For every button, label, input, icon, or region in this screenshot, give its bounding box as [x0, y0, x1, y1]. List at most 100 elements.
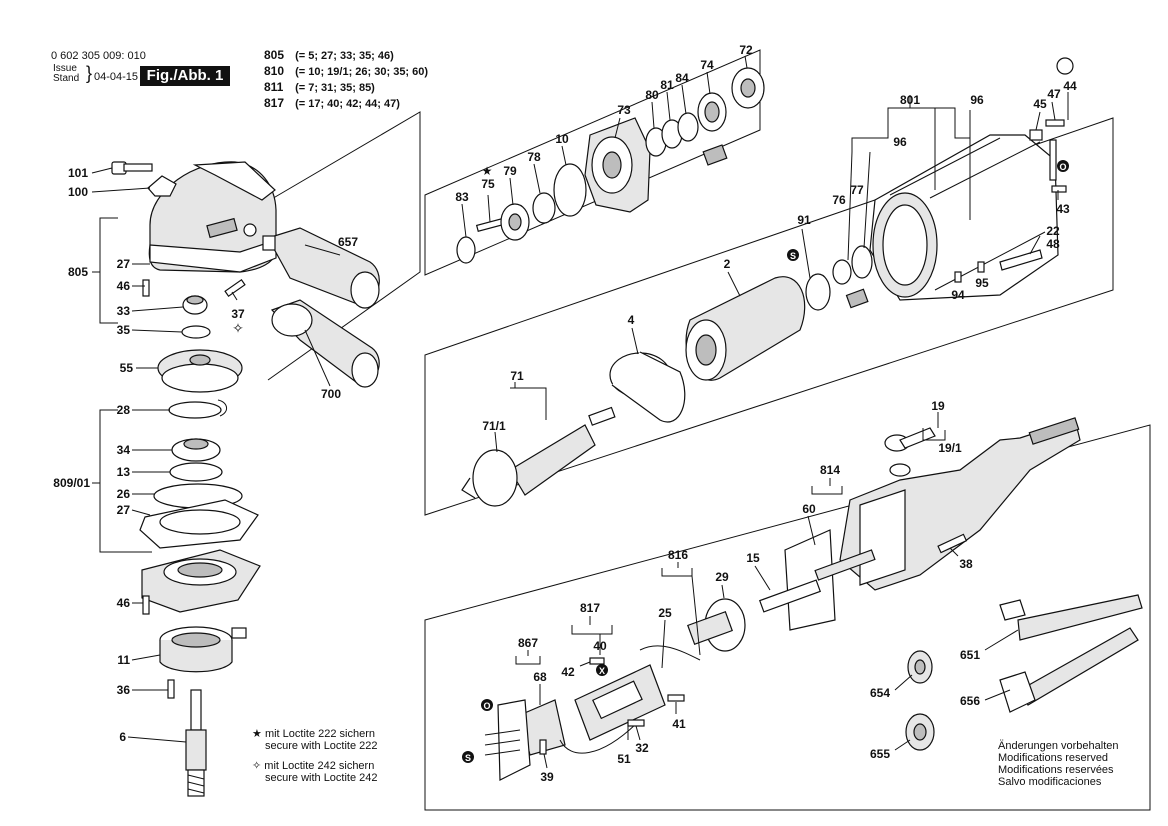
part-label-29: 29 — [715, 570, 729, 584]
frame-armature — [424, 117, 1114, 516]
loctite-222-note: ★ mit Loctite 222 sichern secure with Lo… — [252, 728, 378, 752]
part-label-814: 814 — [820, 463, 840, 477]
part-label-84: 84 — [675, 71, 689, 85]
part-label-46: 46 — [117, 279, 131, 293]
ring-91 — [805, 273, 831, 311]
screw-39 — [539, 739, 547, 755]
x-marker: X — [596, 664, 608, 676]
part-label-19: 19 — [931, 399, 945, 413]
part-label-77: 77 — [850, 183, 864, 197]
assembly-number: 817 — [264, 96, 285, 110]
clamp-100 — [147, 175, 177, 197]
nut-72 — [731, 67, 765, 109]
changes-es: Salvo modificaciones — [998, 776, 1102, 788]
bearing-marker-76 — [845, 288, 869, 309]
changes-de: Änderungen vorbehalten — [998, 740, 1119, 752]
part-label-55: 55 — [120, 361, 134, 375]
part-label-867: 867 — [518, 636, 538, 650]
assembly-number: 805 — [264, 48, 285, 62]
part-label-39: 39 — [540, 770, 554, 784]
part-label-40: 40 — [593, 639, 607, 653]
part-label-47: 47 — [1047, 87, 1061, 101]
pin-wrench-651 — [999, 594, 1143, 641]
cable-leads — [484, 729, 521, 756]
spanner-656 — [999, 627, 1139, 713]
figure-label: Fig./Abb. 1 — [140, 66, 230, 86]
part-label-95: 95 — [975, 276, 989, 290]
part-label-78: 78 — [527, 150, 541, 164]
part-label-6: 6 — [119, 730, 126, 744]
o-marker-label: O — [1059, 162, 1066, 172]
flange-housing — [141, 549, 261, 613]
part-label-60: 60 — [802, 502, 816, 516]
assembly-parts: (= 17; 40; 42; 44; 47) — [295, 98, 400, 110]
part-label-44: 44 — [1063, 79, 1077, 93]
part-label-26: 26 — [117, 487, 131, 501]
part-label-43: 43 — [1056, 202, 1070, 216]
loctite-242-en: secure with Loctite 242 — [265, 772, 378, 784]
part-label-72: 72 — [739, 43, 753, 57]
switch-lever-19 — [884, 427, 936, 477]
issue-label: Issue Stand — [53, 64, 79, 84]
part-label-68: 68 — [533, 670, 547, 684]
terminal-block-68 — [497, 699, 566, 781]
part-label-10: 10 — [555, 132, 569, 146]
assembly-parts: (= 7; 31; 35; 85) — [295, 82, 375, 94]
ring-28 — [168, 401, 222, 419]
part-label-805: 805 — [68, 265, 88, 279]
part-label-73: 73 — [617, 103, 631, 117]
oring-10 — [553, 163, 587, 217]
plug-95 — [977, 261, 985, 273]
assembly-810: 810 (= 10; 19/1; 26; 30; 35; 60) — [264, 64, 428, 78]
spindle-6 — [185, 689, 207, 797]
ring-35 — [181, 325, 211, 339]
bearing-74 — [697, 92, 727, 132]
ring-13 — [169, 462, 223, 482]
bearing-83 — [456, 236, 476, 264]
part-label-83: 83 — [455, 190, 469, 204]
part-label-817: 817 — [580, 601, 600, 615]
part-label-45: 45 — [1033, 97, 1047, 111]
part-label-81: 81 — [660, 78, 674, 92]
part-label-22: 22 — [1046, 224, 1060, 238]
part-label-74: 74 — [700, 58, 714, 72]
part-label-42: 42 — [561, 665, 575, 679]
part-label-15: 15 — [746, 551, 760, 565]
clamp-nut-655 — [905, 713, 935, 751]
assembly-817: 817 (= 17; 40; 42; 44; 47) — [264, 96, 400, 110]
part-label-4: 4 — [628, 313, 635, 327]
screw-41 — [667, 694, 685, 702]
switch-block — [574, 664, 666, 741]
motor-housing-801 — [869, 134, 1059, 301]
part-label-34: 34 — [117, 443, 131, 457]
clip-45 — [1029, 129, 1043, 141]
screw-37 — [224, 278, 246, 298]
part-label-655: 655 — [870, 747, 890, 761]
part-label-48: 48 — [1046, 237, 1060, 251]
frame-gear-head — [267, 111, 421, 381]
bearing-marker-74 — [702, 144, 728, 166]
plug-94 — [954, 271, 962, 283]
motor-shaft-15 — [758, 549, 876, 613]
bearing-33-inner — [186, 295, 204, 305]
issue-date: 04-04-15 — [94, 71, 139, 83]
handle-657 — [262, 227, 380, 309]
part-label-25: 25 — [658, 606, 672, 620]
air-guide-4 — [609, 351, 686, 423]
part-label-32: 32 — [635, 741, 649, 755]
loctite-222-en: secure with Loctite 222 — [265, 740, 378, 752]
part-label-71: 71 — [510, 369, 524, 383]
handle-700 — [270, 299, 380, 388]
loctite-242-de: mit Loctite 242 sichern — [264, 760, 375, 772]
assembly-number: 810 — [264, 64, 285, 78]
armature-71 — [461, 406, 616, 507]
part-label-27: 27 — [117, 257, 131, 271]
changes-fr: Modifications reservées — [998, 764, 1114, 776]
part-label-94: 94 — [951, 288, 965, 302]
assembly-805: 805 (= 5; 27; 33; 35; 46) — [264, 48, 394, 62]
issue-label-de: Stand — [53, 73, 80, 84]
part-label-35: 35 — [117, 323, 131, 337]
contact-pin — [1049, 139, 1057, 181]
part-label-657: 657 — [338, 235, 358, 249]
